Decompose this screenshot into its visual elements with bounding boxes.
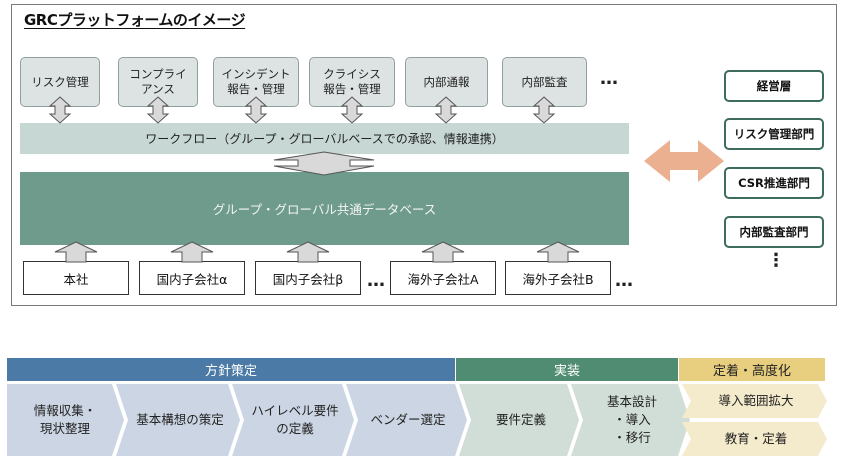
orange-double-arrow-icon — [644, 140, 724, 182]
org-box-csr-dept: CSR推進部門 — [724, 167, 824, 199]
step-label-design-implementation: 基本設計 ・導入 ・移行 — [606, 394, 657, 445]
step-chevron-policy-1 — [7, 384, 124, 456]
step-label-high-level-requirements: ハイレベル要件 の定義 — [251, 403, 339, 436]
function-box-crisis: クライシス 報告・管理 — [309, 57, 395, 107]
double-arrow-icon — [244, 96, 268, 124]
entity-box-overseas-a: 海外子会社A — [390, 261, 496, 295]
phase-header-implementation: 実装 — [456, 358, 678, 381]
workflow-database-arrow-icon — [273, 151, 375, 176]
double-arrow-icon — [146, 96, 170, 124]
page-title: GRCプラットフォームのイメージ — [24, 11, 246, 29]
double-arrow-icon — [48, 96, 72, 124]
org-box-internal-audit-dept: 内部監査部門 — [724, 216, 824, 248]
common-database-bar: グループ・グローバル共通データベース — [20, 172, 629, 245]
step-chevron-stab-2 — [682, 422, 827, 456]
functions-ellipsis: … — [600, 68, 620, 89]
up-arrow-icon — [421, 241, 465, 263]
entity-box-domestic-beta: 国内子会社β — [255, 261, 361, 295]
step-chevron-policy-3 — [232, 384, 354, 456]
up-arrow-icon — [286, 241, 330, 263]
double-arrow-icon — [340, 96, 364, 124]
step-chevron-impl-1 — [459, 384, 579, 456]
double-arrow-icon — [434, 96, 458, 124]
phase-header-policy: 方針策定 — [7, 358, 455, 381]
step-label-requirements-definition: 要件定義 — [495, 412, 546, 427]
step-label-scope-expansion: 導入範囲拡大 — [718, 393, 794, 408]
step-label-education: 教育・定着 — [724, 431, 788, 446]
up-arrow-icon — [170, 241, 214, 263]
up-arrow-icon — [536, 241, 580, 263]
step-chevron-policy-2 — [116, 384, 240, 456]
org-box-risk-management-dept: リスク管理部門 — [724, 118, 824, 150]
double-arrow-icon — [532, 96, 556, 124]
step-label-vendor-selection: ベンダー選定 — [370, 412, 446, 427]
step-label-information-gathering: 情報収集・ 現状整理 — [33, 403, 97, 436]
workflow-bar: ワークフロー（グループ・グローバルベースでの承認、情報連携） — [20, 123, 629, 154]
step-chevron-impl-2 — [571, 384, 690, 456]
org-box-management: 経営層 — [724, 70, 824, 102]
step-chevron-stab-1 — [682, 384, 827, 418]
step-chevron-policy-4 — [346, 384, 467, 456]
entity-box-domestic-alpha: 国内子会社α — [139, 261, 245, 295]
phase-header-stabilization: 定着・高度化 — [679, 358, 825, 381]
entities-ellipsis-end: … — [615, 270, 635, 291]
entities-ellipsis-middle: … — [367, 270, 387, 291]
step-label-basic-concept: 基本構想の策定 — [136, 412, 224, 427]
up-arrow-icon — [54, 241, 98, 263]
entity-box-overseas-b: 海外子会社B — [505, 261, 611, 295]
